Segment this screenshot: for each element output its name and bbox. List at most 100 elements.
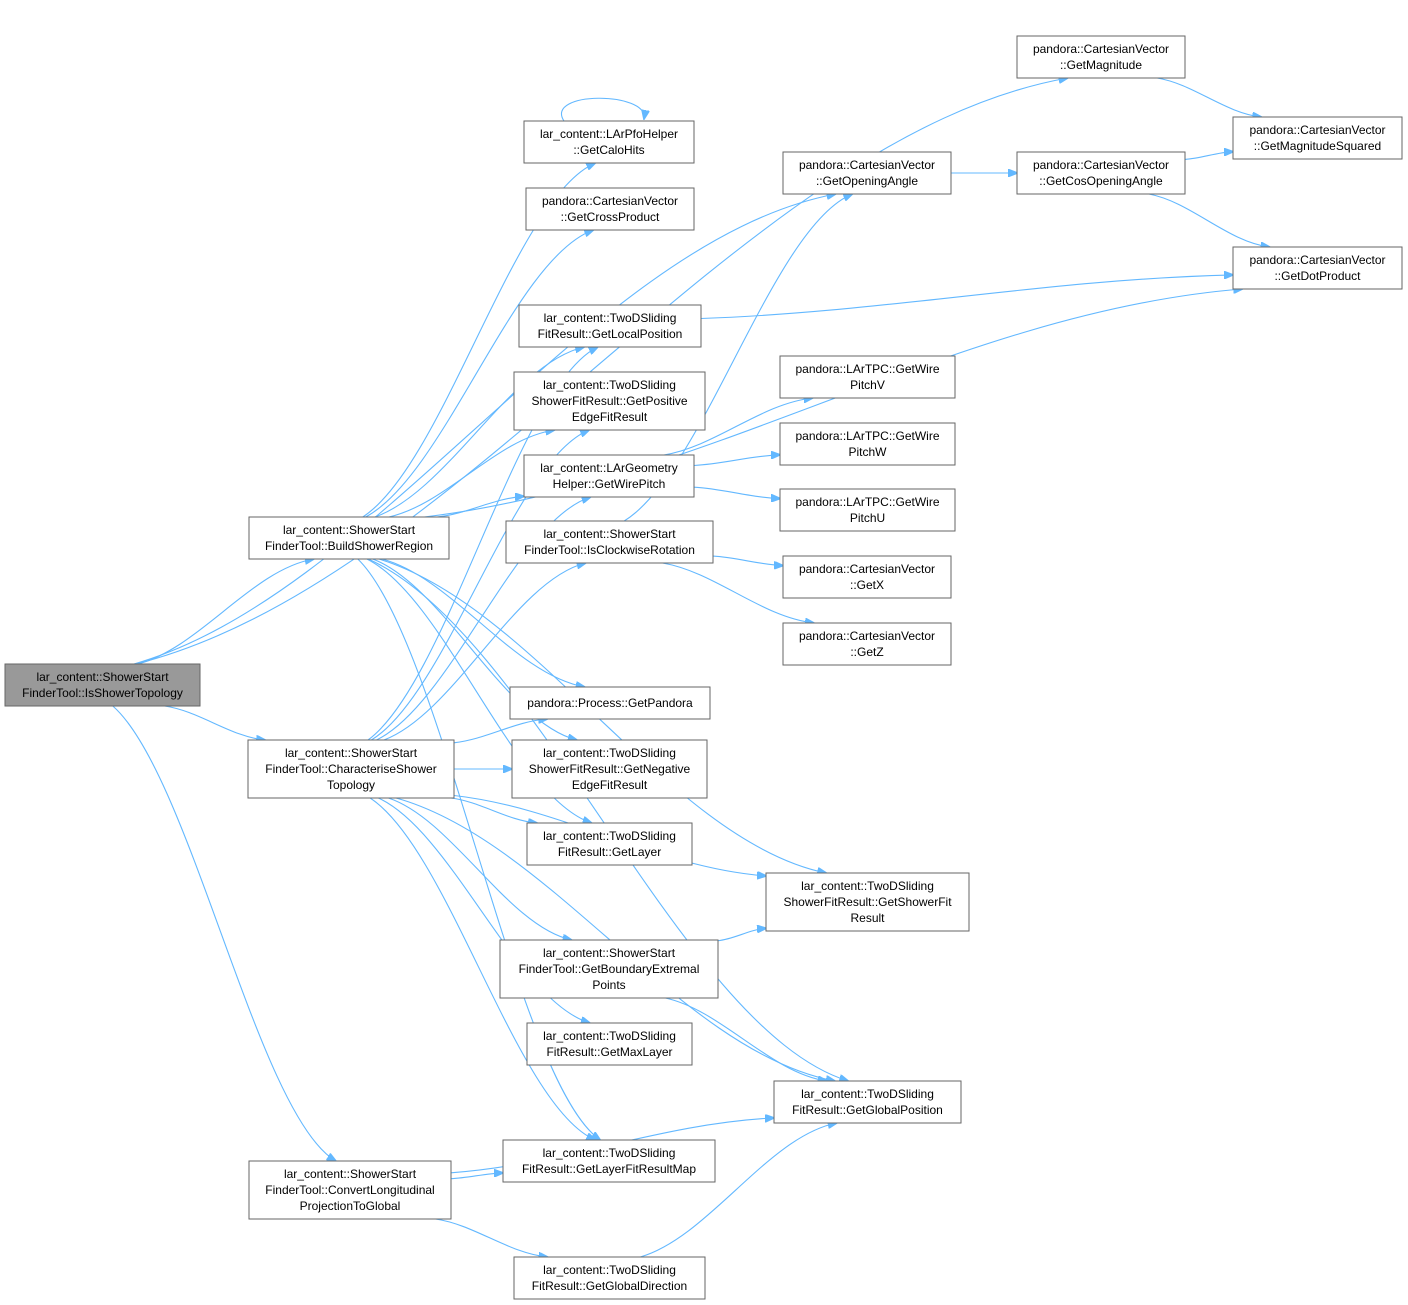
node-label-line: lar_content::ShowerStart xyxy=(543,946,676,960)
edge-characterise-shower-topology-to-get-positive-edge xyxy=(371,430,589,741)
node-get-cos-opening-angle[interactable]: pandora::CartesianVector::GetCosOpeningA… xyxy=(1016,151,1186,195)
node-label-line: ::GetDotProduct xyxy=(1274,269,1361,283)
node-label-line: ::GetOpeningAngle xyxy=(816,174,918,188)
edge-is-clockwise-to-get-x xyxy=(712,555,783,566)
node-label-line: ::GetMagnitudeSquared xyxy=(1254,139,1381,153)
edge-root-to-convert-longitudinal xyxy=(112,705,336,1161)
node-label-line: FinderTool::BuildShowerRegion xyxy=(265,539,433,553)
node-label-line: FitResult::GetGlobalDirection xyxy=(532,1279,687,1293)
node-label-line: lar_content::TwoDSliding xyxy=(543,829,676,843)
node-label-line: lar_content::TwoDSliding xyxy=(801,1087,934,1101)
node-get-negative-edge[interactable]: lar_content::TwoDSlidingShowerFitResult:… xyxy=(511,739,708,799)
node-get-boundary-extremal[interactable]: lar_content::ShowerStartFinderTool::GetB… xyxy=(499,939,719,999)
node-label-line: pandora::CartesianVector xyxy=(799,629,935,643)
node-label-line: pandora::LArTPC::GetWire xyxy=(795,429,939,443)
node-label-line: Topology xyxy=(327,778,375,792)
node-label-line: FitResult::GetLocalPosition xyxy=(538,327,683,341)
node-label-line: lar_content::TwoDSliding xyxy=(543,746,676,760)
node-get-dot-product[interactable]: pandora::CartesianVector::GetDotProduct xyxy=(1232,246,1403,290)
node-label-line: Result xyxy=(850,911,885,925)
edge-get-wire-pitch-to-get-wire-pitch-v xyxy=(663,398,813,456)
node-label-line: EdgeFitResult xyxy=(572,410,648,424)
node-get-pandora[interactable]: pandora::Process::GetPandora xyxy=(509,686,711,720)
node-box xyxy=(505,520,714,564)
node-label-line: FinderTool::CharacteriseShower xyxy=(265,762,436,776)
node-box xyxy=(526,822,693,866)
node-label-line: ::GetX xyxy=(850,578,884,592)
node-get-positive-edge[interactable]: lar_content::TwoDSlidingShowerFitResult:… xyxy=(513,371,706,431)
node-build-shower-region[interactable]: lar_content::ShowerStartFinderTool::Buil… xyxy=(248,516,450,560)
node-get-local-position[interactable]: lar_content::TwoDSlidingFitResult::GetLo… xyxy=(518,304,702,348)
edge-root-to-build-shower-region xyxy=(137,559,314,665)
node-label-line: pandora::CartesianVector xyxy=(542,194,678,208)
node-label-line: lar_content::TwoDSliding xyxy=(543,1263,676,1277)
node-box xyxy=(765,872,970,932)
node-root: lar_content::ShowerStartFinderTool::IsSh… xyxy=(4,663,201,707)
node-label-line: PitchU xyxy=(850,511,885,525)
node-get-global-direction[interactable]: lar_content::TwoDSlidingFitResult::GetGl… xyxy=(513,1256,706,1300)
node-label-line: FinderTool::IsClockwiseRotation xyxy=(524,543,695,557)
node-get-wire-pitch[interactable]: lar_content::LArGeometryHelper::GetWireP… xyxy=(523,454,695,498)
edge-get-boundary-extremal-to-get-global-position xyxy=(665,997,826,1081)
node-get-magnitude[interactable]: pandora::CartesianVector::GetMagnitude xyxy=(1016,35,1186,79)
edge-build-shower-region-to-get-shower-fit-result xyxy=(378,558,826,873)
node-box xyxy=(523,454,695,498)
node-label-line: ::GetCrossProduct xyxy=(561,210,660,224)
edge-build-shower-region-to-get-wire-pitch xyxy=(437,496,524,518)
edge-build-shower-region-to-get-negative-edge xyxy=(372,558,577,740)
node-get-layer-fit-result-map[interactable]: lar_content::TwoDSlidingFitResult::GetLa… xyxy=(502,1139,716,1183)
edge-characterise-shower-topology-to-get-boundary-extremal xyxy=(388,797,571,940)
node-characterise-shower-topology[interactable]: lar_content::ShowerStartFinderTool::Char… xyxy=(247,739,455,799)
node-is-clockwise[interactable]: lar_content::ShowerStartFinderTool::IsCl… xyxy=(505,520,714,564)
node-label-line: pandora::Process::GetPandora xyxy=(527,696,693,710)
node-get-global-position[interactable]: lar_content::TwoDSlidingFitResult::GetGl… xyxy=(773,1080,962,1124)
edge-get-wire-pitch-to-get-wire-pitch-w xyxy=(693,455,780,467)
node-label-line: FinderTool::GetBoundaryExtremal xyxy=(519,962,700,976)
node-get-z[interactable]: pandora::CartesianVector::GetZ xyxy=(782,622,952,666)
edge-characterise-shower-topology-to-is-clockwise xyxy=(383,563,586,741)
node-convert-longitudinal[interactable]: lar_content::ShowerStartFinderTool::Conv… xyxy=(248,1160,452,1220)
node-label-line: lar_content::TwoDSliding xyxy=(543,1146,676,1160)
node-get-opening-angle[interactable]: pandora::CartesianVector::GetOpeningAngl… xyxy=(782,151,952,195)
node-label-line: FitResult::GetLayer xyxy=(558,845,661,859)
node-get-x[interactable]: pandora::CartesianVector::GetX xyxy=(782,555,952,599)
edge-root-to-get-magnitude xyxy=(135,78,1068,665)
edge-build-shower-region-to-get-layer-fit-result-map xyxy=(357,558,600,1140)
node-label-line: Points xyxy=(592,978,625,992)
node-label-line: FinderTool::ConvertLongitudinal xyxy=(265,1183,434,1197)
node-label-line: pandora::LArTPC::GetWire xyxy=(795,362,939,376)
edge-root-to-get-opening-angle xyxy=(133,194,836,665)
node-get-magnitude-squared[interactable]: pandora::CartesianVector::GetMagnitudeSq… xyxy=(1232,116,1403,160)
node-label-line: lar_content::TwoDSliding xyxy=(543,1029,676,1043)
node-get-cross-product[interactable]: pandora::CartesianVector::GetCrossProduc… xyxy=(525,187,695,231)
node-get-max-layer[interactable]: lar_content::TwoDSlidingFitResult::GetMa… xyxy=(526,1022,693,1066)
node-label-line: ShowerFitResult::GetNegative xyxy=(529,762,691,776)
node-label-line: FitResult::GetGlobalPosition xyxy=(792,1103,943,1117)
node-label-line: lar_content::LArGeometry xyxy=(540,461,677,475)
node-label-line: lar_content::ShowerStart xyxy=(284,1167,417,1181)
edge-convert-longitudinal-to-get-layer-fit-result-map xyxy=(450,1173,503,1180)
node-get-layer[interactable]: lar_content::TwoDSlidingFitResult::GetLa… xyxy=(526,822,693,866)
edge-characterise-shower-topology-to-get-layer-fit-result-map xyxy=(369,797,595,1140)
edge-get-wire-pitch-to-get-wire-pitch-u xyxy=(693,486,780,498)
edge-build-shower-region-to-get-positive-edge xyxy=(388,430,555,518)
node-label-line: ::GetCaloHits xyxy=(573,143,644,157)
edge-characterise-shower-topology-to-get-pandora xyxy=(453,719,547,744)
edge-characterise-shower-topology-to-get-wire-pitch xyxy=(376,497,591,741)
edge-get-magnitude-to-get-magnitude-squared xyxy=(1157,77,1261,117)
node-label-line: ShowerFitResult::GetShowerFit xyxy=(783,895,952,909)
edges-layer xyxy=(112,77,1270,1257)
node-box xyxy=(509,686,711,720)
node-box xyxy=(248,1160,452,1220)
node-get-shower-fit-result[interactable]: lar_content::TwoDSlidingShowerFitResult:… xyxy=(765,872,970,932)
edge-get-boundary-extremal-to-get-shower-fit-result xyxy=(717,928,766,942)
edge-root-to-characterise-shower-topology xyxy=(164,705,266,740)
node-box xyxy=(513,1256,706,1300)
edge-build-shower-region-to-get-pandora xyxy=(382,558,585,687)
node-box xyxy=(1232,246,1403,290)
node-box xyxy=(248,516,450,560)
node-get-calo-hits[interactable]: lar_content::LArPfoHelper::GetCaloHits xyxy=(523,120,695,164)
